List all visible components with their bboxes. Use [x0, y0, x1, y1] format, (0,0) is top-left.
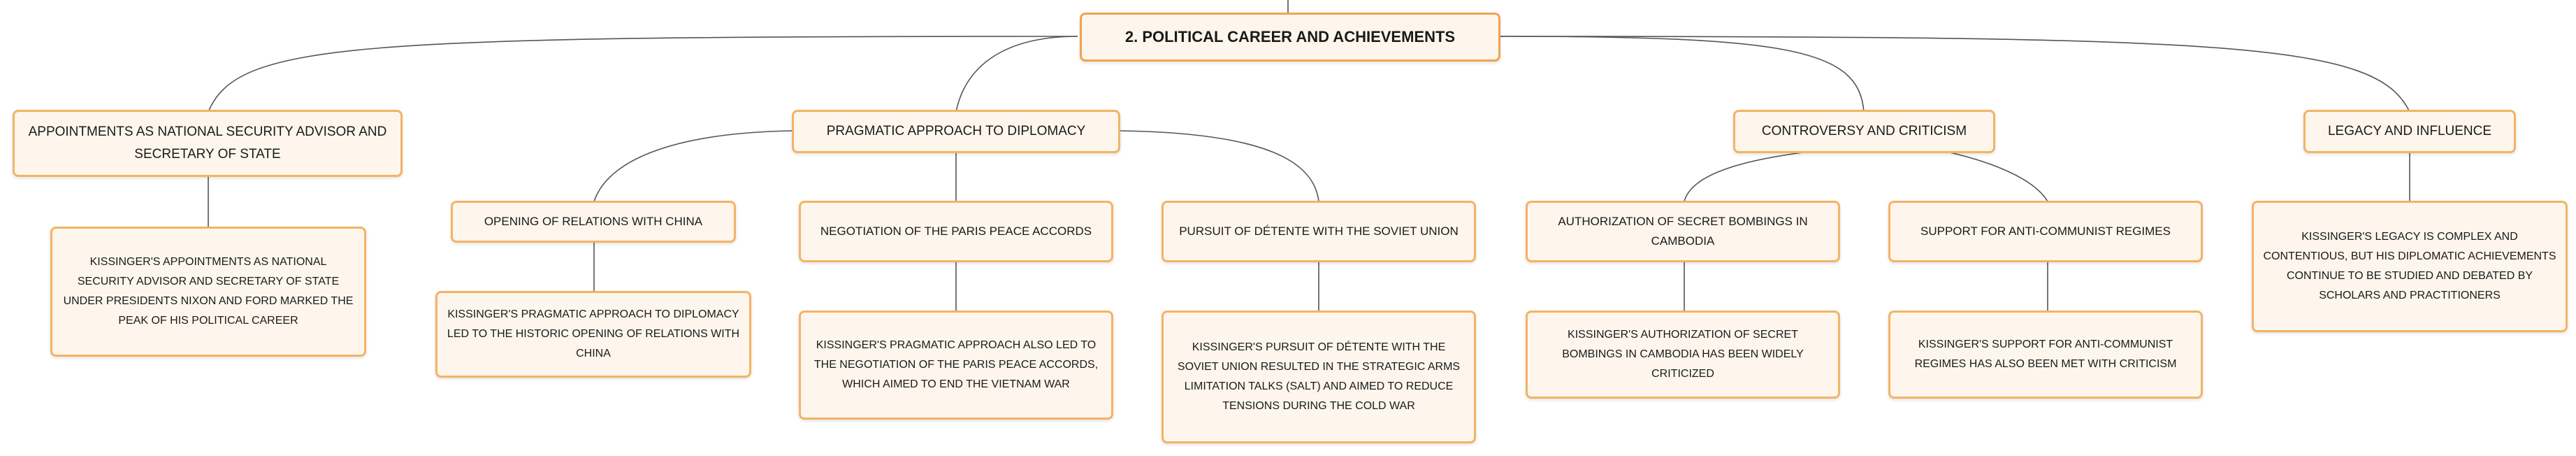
branch-label: APPOINTMENTS AS NATIONAL SECURITY ADVISO… — [28, 124, 387, 162]
detail-text: KISSINGER'S PRAGMATIC APPROACH TO DIPLOM… — [447, 308, 740, 359]
detail-paris-accords[interactable]: KISSINGER'S PRAGMATIC APPROACH ALSO LED … — [799, 311, 1113, 420]
connector-line — [1498, 36, 1865, 113]
subtopic-paris-accords[interactable]: NEGOTIATION OF THE PARIS PEACE ACCORDS — [799, 201, 1113, 262]
subtopic-label: PURSUIT OF DÉTENTE WITH THE SOVIET UNION — [1179, 225, 1459, 238]
connector-line — [1498, 36, 2410, 113]
branch-label: LEGACY AND INFLUENCE — [2327, 124, 2492, 138]
branch-appointments[interactable]: APPOINTMENTS AS NATIONAL SECURITY ADVISO… — [13, 110, 403, 177]
root-node-label: 2. POLITICAL CAREER AND ACHIEVEMENTS — [1124, 28, 1456, 45]
subtopic-anti-communist[interactable]: SUPPORT FOR ANTI-COMMUNIST REGIMES — [1888, 201, 2203, 262]
detail-text: KISSINGER'S PRAGMATIC APPROACH ALSO LED … — [813, 339, 1099, 390]
detail-text: KISSINGER'S LEGACY IS COMPLEX AND CONTEN… — [2263, 231, 2556, 301]
branch-pragmatic-diplomacy[interactable]: PRAGMATIC APPROACH TO DIPLOMACY — [792, 110, 1120, 153]
subtopic-label: AUTHORIZATION OF SECRET BOMBINGS IN CAMB… — [1558, 215, 1808, 248]
root-node[interactable]: 2. POLITICAL CAREER AND ACHIEVEMENTS — [1080, 13, 1500, 62]
detail-detente[interactable]: KISSINGER'S PURSUIT OF DÉTENTE WITH THE … — [1162, 311, 1476, 443]
subtopic-china[interactable]: OPENING OF RELATIONS WITH CHINA — [451, 201, 736, 243]
detail-text: KISSINGER'S AUTHORIZATION OF SECRET BOMB… — [1562, 329, 1804, 380]
subtopic-label: SUPPORT FOR ANTI-COMMUNIST REGIMES — [1920, 225, 2171, 238]
detail-text: KISSINGER'S PURSUIT OF DÉTENTE WITH THE … — [1177, 341, 1461, 412]
connector-line — [1684, 152, 1804, 202]
branch-label: CONTROVERSY AND CRITICISM — [1761, 124, 1967, 138]
detail-anti-communist[interactable]: KISSINGER'S SUPPORT FOR ANTI-COMMUNIST R… — [1888, 311, 2203, 399]
branch-controversy[interactable]: CONTROVERSY AND CRITICISM — [1733, 110, 1995, 153]
detail-appointments[interactable]: KISSINGER'S APPOINTMENTS AS NATIONAL SEC… — [50, 227, 366, 357]
connector-line — [208, 36, 1078, 113]
subtopic-cambodia[interactable]: AUTHORIZATION OF SECRET BOMBINGS IN CAMB… — [1526, 201, 1840, 262]
connector-line — [593, 130, 793, 202]
detail-legacy[interactable]: KISSINGER'S LEGACY IS COMPLEX AND CONTEN… — [2252, 201, 2568, 332]
subtopic-detente[interactable]: PURSUIT OF DÉTENTE WITH THE SOVIET UNION — [1162, 201, 1476, 262]
subtopic-label: OPENING OF RELATIONS WITH CHINA — [484, 215, 703, 228]
subtopic-label: NEGOTIATION OF THE PARIS PEACE ACCORDS — [820, 225, 1092, 238]
detail-cambodia[interactable]: KISSINGER'S AUTHORIZATION OF SECRET BOMB… — [1526, 311, 1840, 399]
connector-line — [955, 36, 1078, 113]
branch-label: PRAGMATIC APPROACH TO DIPLOMACY — [826, 124, 1086, 138]
branch-legacy[interactable]: LEGACY AND INFLUENCE — [2303, 110, 2516, 153]
detail-text: KISSINGER'S APPOINTMENTS AS NATIONAL SEC… — [63, 256, 354, 327]
connector-line — [1119, 130, 1319, 202]
detail-china[interactable]: KISSINGER'S PRAGMATIC APPROACH TO DIPLOM… — [435, 291, 751, 378]
connector-line — [1949, 152, 2048, 202]
detail-text: KISSINGER'S SUPPORT FOR ANTI-COMMUNIST R… — [1914, 339, 2177, 370]
